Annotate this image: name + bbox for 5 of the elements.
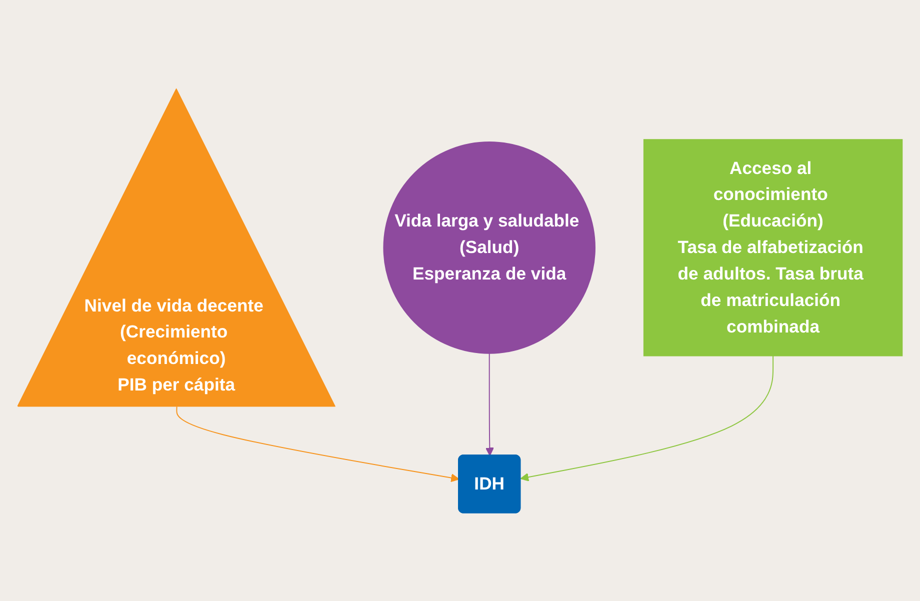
arrow [176,406,460,482]
arrow [485,352,494,456]
node-box: Acceso al conocimiento (Educación) Tasa de alfabetización de adultos. Tasa bruta de matriculación combinada [643,138,903,356]
arrow [520,354,774,481]
node-circle: Vida larga y saludable (Salud) Esperanza de vida [383,141,596,354]
